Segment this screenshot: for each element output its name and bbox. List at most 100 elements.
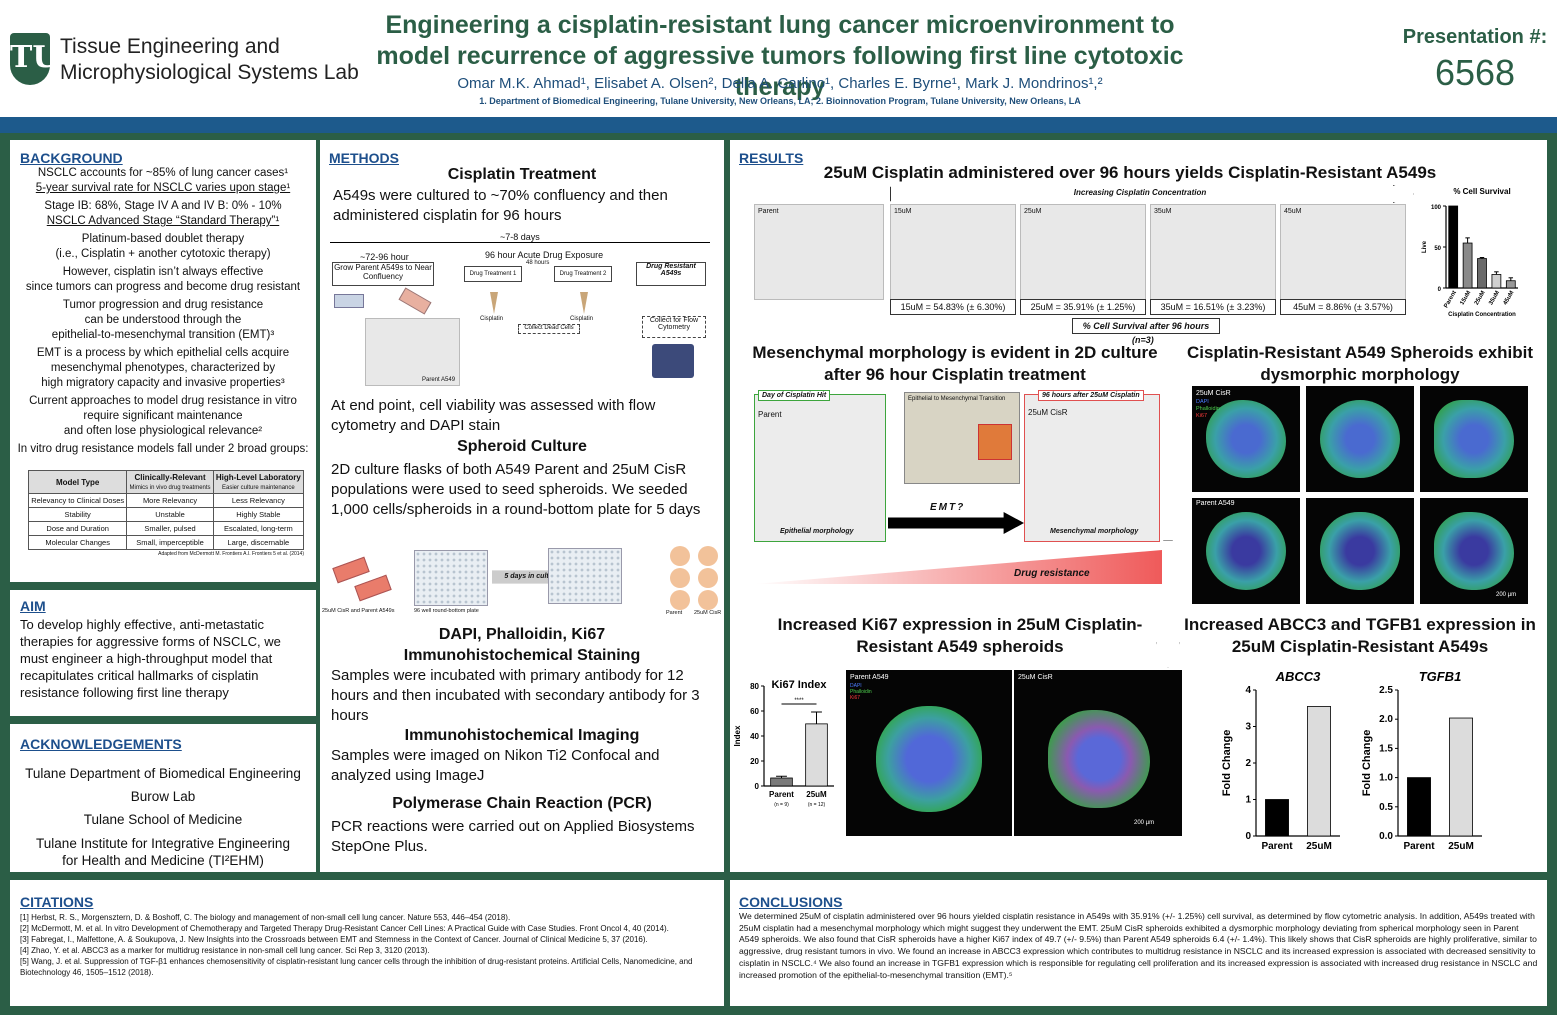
chart-title: Ki67 Index — [771, 679, 827, 691]
bar — [1265, 799, 1289, 837]
y-tick-label: 40 — [750, 732, 759, 741]
n-label: (n = 9) — [774, 802, 789, 808]
spheroid-image — [1420, 498, 1528, 604]
background-line: EMT is a process by which epithelial cel… — [36, 347, 290, 359]
spheroid-culture-title: Spheroid Culture — [457, 438, 587, 455]
bar — [805, 723, 828, 787]
x-tick-label: Parent — [769, 790, 794, 799]
y-tick-label: 2 — [1245, 758, 1251, 769]
y-tick-label: 0 — [1245, 831, 1251, 842]
significance-label: **** — [794, 698, 804, 704]
citations-title: CITATIONS — [20, 894, 94, 910]
micrograph-35um: 35uM — [1150, 204, 1276, 300]
table-header: Model Type — [27, 470, 128, 494]
presentation-label: Presentation #: — [1402, 26, 1548, 48]
bar — [1448, 205, 1459, 289]
results-panel: RESULTS 25uM Cisplatin administered over… — [730, 140, 1547, 872]
results-title: RESULTS — [739, 150, 804, 166]
x-tick-label: 15uM — [1459, 290, 1472, 306]
spheroid-diagram: 25uM CisR and Parent A549s 96 well round… — [322, 544, 722, 620]
x-tick-label: 25uM — [806, 790, 827, 799]
survival-caption: % Cell Survival after 96 hours — [1072, 318, 1220, 334]
bar — [1449, 717, 1473, 837]
poster-title: Engineering a cisplatin-resistant lung c… — [376, 11, 1184, 101]
cisplatin-treatment-text: A549s were cultured to ~70% confluency a… — [333, 187, 668, 224]
bar — [1477, 258, 1487, 289]
y-axis-label: Fold Change — [1221, 730, 1233, 797]
spheroid-section-title: Cisplatin-Resistant A549 Spheroids exhib… — [1186, 343, 1534, 384]
bar — [1307, 706, 1331, 837]
spheroid-image — [1192, 386, 1300, 492]
citation-item: [5] Wang, J. et al. Suppression of TGF-β… — [20, 957, 693, 977]
citation-item: [3] Fabregat, I., Malfettone, A. & Souku… — [20, 935, 648, 944]
tulane-logo: TU — [10, 33, 59, 85]
ack-list: Tulane Department of Biomedical Engineer… — [25, 766, 301, 868]
x-tick-label: 25uM — [1474, 290, 1487, 306]
background-line: (i.e., Cisplatin + another cytotoxic the… — [55, 248, 271, 260]
x-tick-label: 25uM — [1306, 841, 1332, 852]
y-tick-label: 3 — [1245, 722, 1251, 733]
citation-item: [2] McDermott, M. et al. In vitro Develo… — [20, 924, 669, 933]
y-tick-label: 1.5 — [1379, 743, 1393, 754]
y-tick-label: 4 — [1245, 685, 1251, 696]
background-line: and often lose physiological relevance² — [63, 425, 263, 437]
x-tick-label: 35uM — [1488, 290, 1501, 306]
staining-text: Samples were incubated with primary anti… — [331, 667, 700, 724]
header-band — [0, 117, 1557, 133]
day-of-hit-image — [754, 394, 886, 542]
survival-value-25: 25uM = 35.91% (± 1.25%) — [1020, 299, 1146, 315]
survival-value-15: 15uM = 54.83% (± 6.30%) — [890, 299, 1016, 315]
x-tick-label: 25uM — [1448, 841, 1474, 852]
y-tick-label: 0.5 — [1379, 802, 1393, 813]
affiliations: 1. Department of Biomedical Engineering,… — [479, 96, 1081, 106]
n-label: (n = 12) — [808, 802, 826, 808]
micrograph-45um: 45uM — [1280, 204, 1406, 300]
conclusions-text: We determined 25uM of cisplatin administ… — [739, 911, 1538, 980]
imaging-text: Samples were imaged on Nikon Ti2 Confoca… — [331, 747, 660, 784]
background-line: Platinum-based doublet therapy — [81, 233, 245, 245]
aim-text: To develop highly effective, anti-metast… — [20, 617, 281, 700]
x-tick-label: Parent — [1403, 841, 1435, 852]
micrograph-15um: 15uM — [890, 204, 1016, 300]
cisplatin-treatment-title: Cisplatin Treatment — [447, 166, 597, 183]
background-line: can be understood through the — [84, 314, 242, 326]
background-line: epithelial-to-mesenchymal transition (EM… — [51, 329, 275, 341]
y-tick-label: 80 — [750, 682, 759, 691]
background-line: high migratory capacity and invasive pro… — [41, 377, 285, 389]
background-line: since tumors can progress and become dru… — [25, 281, 301, 293]
spheroid-image — [1306, 498, 1414, 604]
drug-resistance-label: Drug resistance — [1014, 568, 1090, 579]
background-line: Tumor progression and drug resistance — [62, 299, 264, 311]
viability-text: At end point, cell viability was assesse… — [331, 397, 656, 434]
spheroid-image-grid — [1192, 386, 1530, 604]
aim-panel: AIM To develop highly effective, anti-me… — [10, 590, 316, 716]
y-tick-label: 0 — [1438, 287, 1442, 293]
methods-title: METHODS — [329, 150, 399, 166]
survival-value-35: 35uM = 16.51% (± 3.23%) — [1150, 299, 1276, 315]
background-panel: BACKGROUND NSCLC accounts for ~85% of lu… — [10, 140, 316, 582]
background-text: NSCLC accounts for ~85% of lung cancer c… — [14, 166, 312, 457]
after-cisplatin-label: 96 hours after 25uM Cisplatin — [1038, 390, 1144, 401]
presentation-number: 6568 — [1434, 52, 1516, 93]
citations-panel: CITATIONS [1] Herbst, R. S., Morgenszter… — [10, 880, 724, 1006]
bar — [1462, 242, 1473, 289]
spheroid-image — [1192, 498, 1300, 604]
background-line: NSCLC Advanced Stage “Standard Therapy”¹ — [46, 215, 280, 227]
bar — [1505, 280, 1516, 289]
imaging-title: Immunohistochemical Imaging — [404, 727, 640, 744]
chart-title: TGFB1 — [1419, 669, 1462, 684]
x-tick-label: 45uM — [1503, 290, 1516, 306]
methods-panel: METHODS Cisplatin Treatment A549s were c… — [320, 140, 724, 872]
micrograph-25um: 25uM — [1020, 204, 1146, 300]
survival-value-45: 45uM = 8.86% (± 3.57%) — [1280, 299, 1406, 315]
y-axis-label: Index — [733, 725, 742, 746]
y-tick-label: 0 — [755, 782, 760, 791]
ki67-cisr-image — [1014, 670, 1182, 836]
y-tick-label: 1.0 — [1379, 773, 1393, 784]
conclusions-panel: CONCLUSIONS We determined 25uM of cispla… — [730, 880, 1547, 1006]
gene-section-title: Increased ABCC3 and TGFB1 expression in … — [1184, 615, 1536, 656]
